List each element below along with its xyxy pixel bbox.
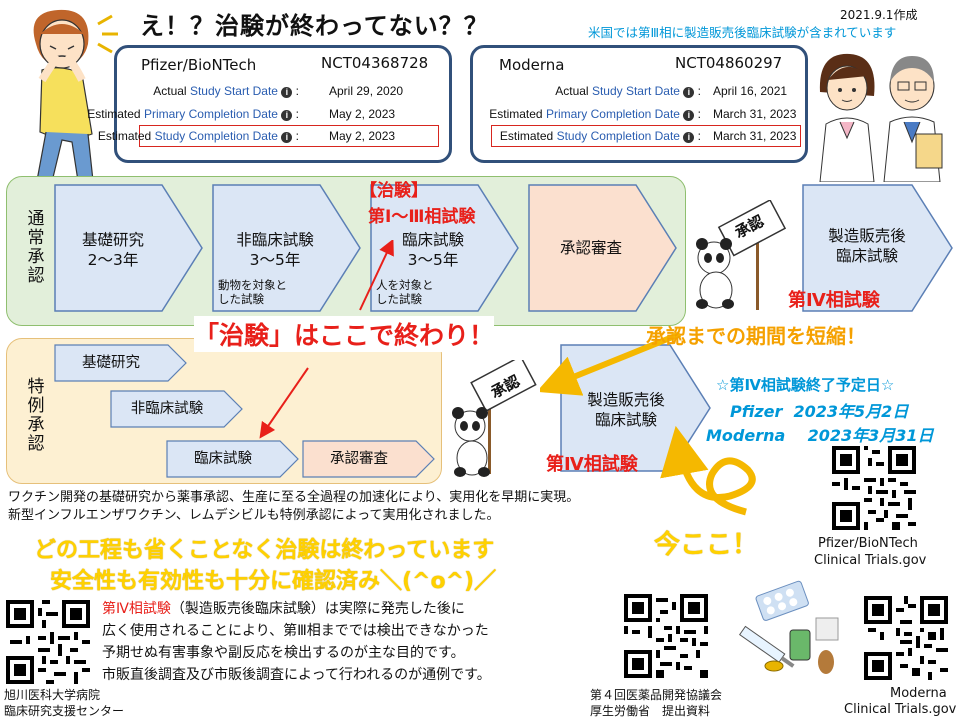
info-icon[interactable]: i [281, 110, 293, 121]
body-line-1: ワクチン開発の基礎研究から薬事承認、生産に至る全過程の加速化により、実用化を早期… [8, 490, 580, 505]
trial-row-completion: Estimated Study Completion Date i : Marc… [499, 129, 797, 143]
trial-row-start: Actual Study Start Date i : April 29, 20… [153, 84, 404, 98]
special-step-basic-research: 基礎研究 [54, 344, 188, 382]
body-line-2: 新型インフルエンザワクチン、レムデシビルも特例承認によって実用化されました。 [8, 508, 500, 523]
panda-sign-illustration-2: 承認 [444, 355, 544, 480]
trial-row-completion: Estimated Study Completion Date i : May … [97, 129, 396, 143]
red-pointer-arrows [259, 240, 394, 439]
big-message-1: どの工程も省くことなく治験は終わっています [34, 538, 495, 563]
trial-row-primary: Estimated Primary Completion Date i : Ma… [87, 107, 396, 121]
trial-card-pfizer: Pfizer/BioNTech NCT04368728 Actual Study… [87, 45, 452, 163]
schedule-pfizer: Pfizer 2023年5月2日 [730, 402, 909, 421]
highlight-box [491, 125, 801, 147]
special-step-clinical-trial: 臨床試験 [166, 440, 300, 478]
special-step-review: 承認審査 [302, 440, 436, 478]
schedule-moderna: Moderna 2023年3月31日 [706, 426, 934, 445]
panda-sign-illustration: 承認 [692, 199, 796, 312]
footer-ministry: 厚生労働省 提出資料 [590, 704, 711, 718]
trial-nct-number: NCT04368728 [321, 54, 429, 72]
qr-code-hospital[interactable] [6, 600, 90, 684]
page-title: え！？治験が終わってない？？ [140, 12, 489, 40]
study-completion-date-link[interactable]: Study Completion Date [556, 129, 680, 143]
trial-row-primary: Estimated Primary Completion Date i : Ma… [489, 107, 797, 121]
study-completion-date-link[interactable]: Study Completion Date [154, 129, 278, 143]
phase-1-3-label: 第Ⅰ～Ⅲ相試験 [368, 207, 476, 227]
footer-center: 臨床研究支援センター [4, 704, 125, 718]
now-here-callout: 今ここ！ [654, 530, 759, 560]
shorten-callout: 承認までの期間を短縮！ [646, 324, 866, 348]
footer-council: 第４回医薬品開発協議会 [590, 688, 723, 702]
special-step-nonclinical: 非臨床試験 [110, 390, 244, 428]
phase4-desc-line-1: 第Ⅳ相試験（製造販売後臨床試験）は実際に発売した後に [102, 601, 465, 617]
trial-row-start: Actual Study Start Date i : April 16, 20… [555, 84, 788, 98]
trial-card-moderna: Moderna NCT04860297 Actual Study Start D… [470, 45, 808, 163]
special-approval-label: 特例承認 [27, 377, 45, 454]
step-review: 承認審査 [528, 184, 678, 312]
medicine-illustration [730, 574, 858, 680]
normal-approval-label: 通常承認 [27, 209, 45, 286]
info-icon[interactable]: i [683, 110, 695, 121]
orange-arrows [540, 331, 756, 516]
highlight-box [139, 125, 439, 147]
info-icon[interactable]: i [281, 132, 293, 143]
chiken-ends-callout: 「治験」はここで終わり！ [194, 316, 495, 352]
trial-sponsor-name: Moderna [499, 56, 565, 74]
trial-sponsor-name: Pfizer/BioNTech [141, 56, 257, 74]
phase4-desc-line-2: 広く使用されることにより、第Ⅲ相まででは検出できなかった [102, 623, 489, 639]
phase4-label-special: 第Ⅳ相試験 [546, 454, 638, 475]
qr-code-moderna[interactable] [864, 596, 948, 680]
info-icon[interactable]: i [683, 132, 695, 143]
doctors-illustration [812, 42, 956, 183]
schedule-title: ☆第Ⅳ相試験終了予定日☆ [716, 376, 895, 394]
phase4-desc-line-4: 市販直後調査及び市販後調査によって行われるのが通例です。 [102, 667, 491, 683]
chiken-label: 【治験】 [360, 181, 428, 201]
trial-nct-number: NCT04860297 [675, 54, 783, 72]
qr-code-pfizer[interactable] [832, 446, 916, 530]
primary-completion-date-link[interactable]: Primary Completion Date [545, 107, 680, 121]
qr-label-pfizer-2: Clinical Trials.gov [814, 553, 927, 568]
qr-label-moderna-1: Moderna [890, 686, 947, 701]
qr-label-moderna-2: Clinical Trials.gov [844, 702, 957, 717]
big-message-2: 安全性も有効性も十分に確認済み＼(^o^)／ [50, 569, 497, 594]
phase4-desc-line-3: 予期せぬ有害事象や副反応を検出するのが主な目的です。 [102, 645, 465, 661]
qr-code-mhlw[interactable] [624, 594, 708, 678]
info-icon[interactable]: i [281, 87, 293, 98]
created-date: 2021.9.1作成 [840, 8, 918, 22]
info-icon[interactable]: i [683, 87, 695, 98]
phase4-term: 第Ⅳ相試験 [102, 601, 171, 617]
footer-hospital: 旭川医科大学病院 [4, 688, 101, 702]
us-note: 米国では第Ⅲ相に製造販売後臨床試験が含まれています [588, 25, 897, 40]
qr-label-pfizer-1: Pfizer/BioNTech [818, 536, 918, 551]
study-start-date-link[interactable]: Study Start Date [591, 84, 680, 98]
step-post-marketing: 製造販売後臨床試験 [802, 184, 954, 312]
phase4-label-normal: 第Ⅳ相試験 [788, 290, 880, 311]
study-start-date-link[interactable]: Study Start Date [189, 84, 278, 98]
primary-completion-date-link[interactable]: Primary Completion Date [143, 107, 278, 121]
